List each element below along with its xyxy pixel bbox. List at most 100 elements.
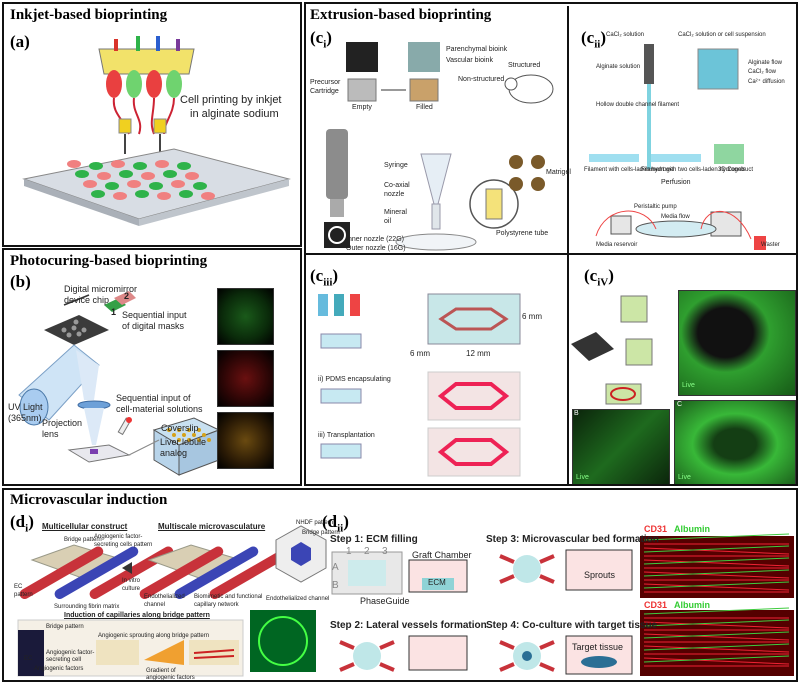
- lobule-dot: [187, 438, 191, 442]
- mask-number-2: 2: [124, 291, 130, 301]
- panel-label: (a): [10, 32, 30, 51]
- droplet: [185, 172, 199, 180]
- droplet: [177, 162, 191, 170]
- matrigel-label: Matrigel: [546, 169, 571, 176]
- filament-2-label: Filament with two cells-laden hydrogels: [641, 167, 746, 173]
- panel-label-text: (c: [310, 28, 324, 47]
- lobule-dot: [167, 428, 171, 432]
- chip-step1: [331, 551, 403, 595]
- seq-label-1: Sequential input of: [116, 393, 191, 403]
- droplet: [97, 172, 111, 180]
- droplet: [133, 162, 147, 170]
- gradient-label-1: Gradient of: [146, 668, 176, 674]
- microvessel: [643, 569, 790, 577]
- nhdf-label: NHDF pattern: [296, 520, 334, 526]
- liver-label-1: Liver lobule: [160, 437, 207, 447]
- c-label: C: [677, 401, 683, 408]
- micrograph-merged: [217, 412, 274, 469]
- dim-6mm-b: 6 mm: [410, 349, 430, 358]
- albumin-label-b: Albumin: [674, 600, 710, 610]
- reservoir-label: Media reservoir: [596, 242, 638, 248]
- cd31-label-a: CD31: [644, 524, 668, 534]
- microvessel-lines: [643, 533, 790, 667]
- inkjet-caption-2: in alginate sodium: [190, 108, 279, 120]
- endo-label-2: channel: [144, 602, 166, 608]
- liver-label-2: analog: [160, 448, 188, 458]
- lobule-dot: [197, 438, 201, 442]
- panel-label-sub: i: [25, 522, 29, 535]
- precursor-label-1: Precursor: [310, 79, 341, 86]
- panel-label-ciii: (ciii): [310, 266, 339, 289]
- vascular-label: Vascular bioink: [446, 57, 493, 64]
- panel-label: (b): [10, 272, 31, 291]
- bridge2-label: Bridge pattern: [46, 624, 84, 630]
- gradient-label-2: angiogenic factors: [146, 675, 195, 681]
- panel-label-di: (di): [10, 512, 34, 535]
- syringe-label: Syringe: [384, 162, 408, 169]
- microvessel: [643, 655, 790, 663]
- coverslip-label: Coverslip: [161, 423, 199, 433]
- panel-title: Extrusion-based bioprinting: [310, 7, 492, 23]
- extrusion-illustration: [306, 6, 796, 484]
- angiogenic-label-2: secreting cells pattern: [94, 542, 153, 548]
- droplet: [149, 182, 163, 190]
- invitro-label-2: culture: [122, 586, 141, 592]
- droplet: [83, 180, 97, 188]
- masks-label-1: Sequential input: [122, 310, 187, 320]
- droplet: [201, 192, 215, 200]
- inner-nozzle-label: Inner nozzle (22G): [346, 236, 404, 243]
- panel-photocuring: Photocuring-based bioprinting (b) Digita…: [2, 248, 302, 486]
- microvessel: [643, 581, 790, 589]
- droplet: [89, 162, 103, 170]
- construct-label: 3D Construct: [718, 167, 754, 173]
- microvessel: [643, 533, 790, 541]
- multicellular-label: Multicellular construct: [42, 522, 128, 531]
- civ-micrograph-right: [674, 400, 796, 484]
- droplet: [127, 180, 141, 188]
- droplet: [105, 182, 119, 190]
- panel-label-sub: iV: [597, 276, 609, 289]
- droplet: [141, 172, 155, 180]
- step4-label: Step 4: Co-culture with target tissue: [486, 620, 658, 631]
- micrograph-green: [217, 288, 274, 345]
- alginate-solution-label: Alginate solution: [596, 64, 641, 70]
- ec-label-1: EC: [14, 584, 23, 590]
- panel-label-cii: (cii): [581, 28, 607, 51]
- panel-label-sub: iii: [323, 276, 333, 289]
- lobule-dot: [187, 428, 191, 432]
- microvessel: [643, 619, 790, 627]
- panel-label-sub: i: [323, 38, 327, 51]
- lobule-dot: [182, 433, 186, 437]
- col-2-label: 2: [364, 546, 370, 557]
- microvessel: [643, 583, 790, 591]
- panel-label-sub: ii: [337, 522, 344, 535]
- microvessel: [643, 557, 790, 565]
- microvascular-illustration: [17, 525, 794, 677]
- sprouts-label: Sprouts: [584, 570, 616, 580]
- microvessel: [643, 645, 790, 653]
- proj-label-2: lens: [42, 429, 59, 439]
- coaxial-label-1: Co-axial: [384, 182, 410, 189]
- polystyrene-label: Polystyrene tube: [496, 230, 549, 237]
- droplet: [135, 190, 149, 198]
- pdms-label: ii) PDMS encapsulating: [318, 376, 391, 383]
- step1-label: Step 1: ECM filling: [330, 534, 418, 545]
- lobule-dot: [177, 428, 181, 432]
- panel-label-ci: (ci): [310, 28, 332, 51]
- ec-small-label: EC: [24, 656, 33, 662]
- endo2-label: Endothelialized channel: [266, 596, 330, 602]
- angiogenic-label-1: Angiogenic factor-: [94, 534, 143, 540]
- microvessel: [643, 559, 790, 567]
- cacl2-cell-label: CaCl₂ solution or cell suspension: [678, 32, 766, 38]
- albumin-label-a: Albumin: [674, 524, 710, 534]
- panel-label-civ: (ciV): [584, 266, 614, 289]
- angio-cell-label-2: secreting cell: [46, 657, 82, 663]
- endo-label-1: Endothelialized: [144, 594, 185, 600]
- panel-extrusion: Extrusion-based bioprinting (ci): [304, 2, 798, 486]
- inkjet-illustration: [22, 36, 291, 226]
- civ-micrograph-left: [572, 409, 670, 484]
- bridge3-label: Bridge pattern: [302, 530, 340, 536]
- step3-label: Step 3: Microvascular bed formation: [486, 534, 659, 545]
- media-flow-label: Media flow: [661, 214, 690, 220]
- nonstructured-label: Non-structured: [458, 76, 505, 83]
